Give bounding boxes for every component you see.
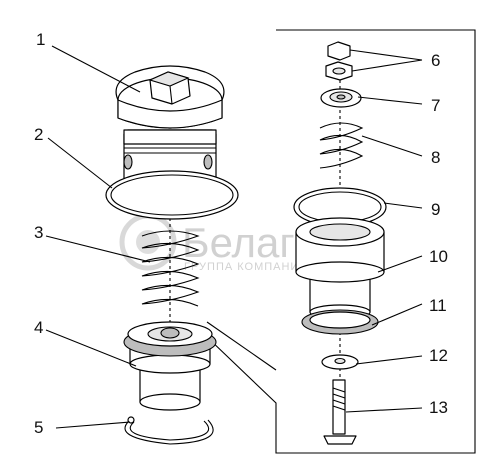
callout-5: 5 (34, 418, 43, 437)
detail-frame-link (206, 321, 277, 371)
callout-4: 4 (34, 318, 43, 337)
callout-11: 11 (429, 296, 447, 315)
callout-2: 2 (34, 125, 43, 144)
callout-3: 3 (34, 223, 43, 242)
spring-part-3 (141, 230, 200, 307)
callout-9: 9 (431, 200, 440, 219)
callout-8: 8 (431, 148, 440, 167)
callout-6: 6 (431, 51, 440, 70)
washer-part-12 (321, 354, 359, 370)
callout-1: 1 (36, 30, 45, 49)
o-ring-part-2 (105, 170, 239, 220)
piston-part-10 (295, 217, 385, 320)
snap-ring-part-5 (124, 416, 214, 445)
callout-13: 13 (429, 398, 448, 417)
watermark-subtitle: ГРУППА КОМПАНИЙ (184, 260, 308, 273)
detail-frame (206, 29, 476, 454)
valve-body-part-4 (123, 321, 217, 411)
callout-labels: 1 2 3 4 5 6 7 8 9 10 11 12 13 (34, 30, 448, 437)
leader-lines (45, 45, 423, 429)
screw-part-13 (323, 379, 357, 445)
nuts-part-6 (325, 41, 353, 81)
seal-ring-part-11 (301, 309, 379, 335)
callout-12: 12 (429, 346, 448, 365)
spring-seat-part-7 (320, 88, 362, 108)
callout-10: 10 (429, 247, 448, 266)
spring-part-8 (319, 122, 364, 169)
callout-7: 7 (431, 96, 440, 115)
